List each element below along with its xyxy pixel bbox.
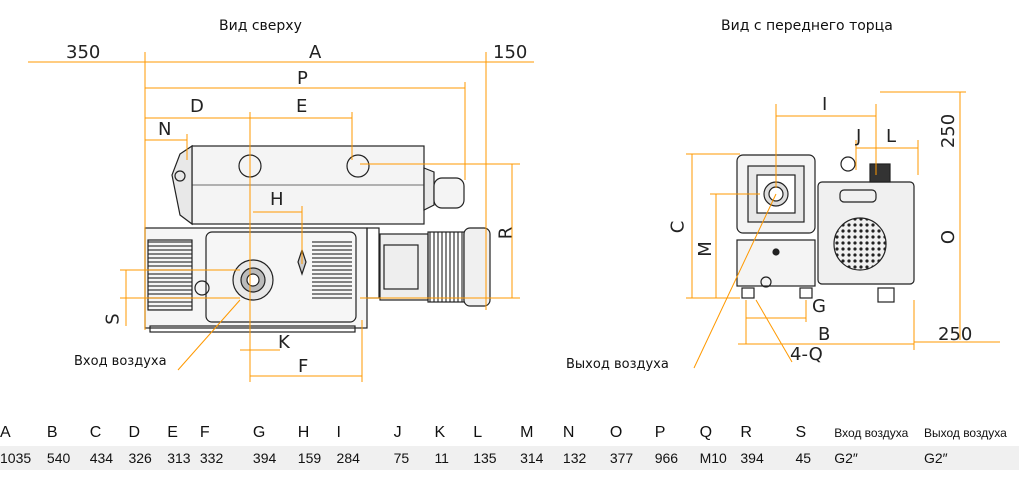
table-header-cell: R [740, 424, 752, 441]
table-header-cell: D [128, 424, 141, 441]
table-value-cell: 394 [252, 446, 298, 470]
dim-left-clearance: 350 [66, 42, 101, 63]
upper-end-boss [433, 177, 465, 209]
table-value-cell: 284 [336, 446, 394, 470]
dim-A: A [309, 42, 322, 63]
table-value-cell: 966 [654, 446, 700, 470]
title-front-view: Вид с переднего торца [721, 18, 893, 34]
dim-G: G [812, 296, 826, 317]
body-fins [312, 240, 352, 300]
dim-top-clearance: 250 [938, 113, 960, 149]
front-view-dimensions [686, 91, 1000, 369]
table-header-cell: H [297, 424, 310, 441]
front-lower-body [736, 239, 816, 287]
motor-grille [833, 217, 887, 271]
table-header-cell: G [252, 424, 266, 441]
top-view-dimensions [28, 52, 534, 382]
lifting-eye [840, 156, 856, 172]
front-view-pump [736, 154, 915, 303]
dim-R: R [495, 226, 517, 240]
dim-right-clearance: 150 [493, 42, 528, 63]
terminal-cap [869, 163, 891, 183]
dim-B: B [818, 324, 831, 345]
table-header-cell: Выход воздуха [923, 426, 1007, 440]
air-outlet-label: Выход воздуха [566, 357, 669, 372]
table-value-cell: 1035 [0, 446, 47, 470]
table-header-cell: A [0, 424, 11, 441]
dim-S: S [102, 313, 124, 325]
dim-M: M [694, 241, 716, 257]
table-value-cell: G2″ [923, 446, 1019, 470]
port-circle-2 [346, 154, 370, 178]
table-value-cell: 132 [562, 446, 610, 470]
coupling [366, 227, 380, 299]
table-header-cell: Q [699, 424, 713, 441]
dim-I: I [822, 94, 828, 115]
table-value-cell: 434 [89, 446, 129, 470]
table-value-cell: 45 [795, 446, 835, 470]
table-value-cell: 540 [46, 446, 90, 470]
table-value-cell: 314 [520, 446, 563, 470]
dim-L: L [886, 126, 897, 147]
table-header-cell: F [199, 424, 210, 441]
table-value-cell: 75 [393, 446, 435, 470]
dim-C: C [667, 220, 689, 234]
motor-box [379, 233, 429, 301]
technical-drawing [28, 52, 1000, 382]
table-header-cell: P [654, 424, 666, 441]
dim-E: E [296, 96, 308, 117]
table-header-cell: L [473, 424, 483, 441]
dimensions-table: A B C D E F G H I J K L M N O P Q R S Вход воздуха Выход воз… [0, 420, 1019, 470]
dim-O: O [938, 229, 960, 245]
motor-body [427, 231, 465, 303]
dim-D: D [190, 96, 204, 117]
filter-fins [147, 239, 193, 311]
dim-right-clearance-front: 250 [938, 324, 973, 345]
table-value-cell: 159 [297, 446, 337, 470]
table-header-cell: N [562, 424, 575, 441]
table-header-cell: K [434, 424, 446, 441]
dim-P: P [297, 68, 308, 89]
title-top-view: Вид сверху [219, 18, 302, 34]
table-value-cell: 326 [128, 446, 168, 470]
dim-J: J [856, 126, 862, 147]
dim-F: F [298, 356, 309, 377]
table-header-cell: B [46, 424, 58, 441]
table-value-cell: 394 [740, 446, 796, 470]
air-inlet-label: Вход воздуха [74, 354, 167, 369]
terminal-box [383, 244, 419, 290]
table-value-cell: 377 [609, 446, 655, 470]
table-value-cell: 332 [199, 446, 253, 470]
table-header-cell: J [393, 424, 402, 441]
motor-fan-cover [463, 227, 491, 307]
dim-N: N [158, 119, 172, 140]
table-header-cell: C [89, 424, 102, 441]
table-value-cell: 313 [167, 446, 200, 470]
table-value-cell: M10 [699, 446, 741, 470]
table-header-cell: I [336, 424, 341, 441]
table-header-cell: O [609, 424, 623, 441]
table-header-row: A B C D E F G H I J K L M N O P Q R S Вход воздуха Выход воз… [0, 420, 1019, 446]
table-header-cell: M [520, 424, 534, 441]
dim-H: H [270, 189, 284, 210]
dim-K: K [278, 332, 290, 353]
table-header-cell: E [167, 424, 178, 441]
table-header-cell: Вход воздуха [834, 426, 909, 440]
table-header-cell: S [795, 424, 807, 441]
dim-Q: 4-Q [790, 344, 823, 365]
left-end-cap [171, 144, 193, 226]
table-value-cell: G2″ [834, 446, 924, 470]
table-value-cell: 135 [473, 446, 521, 470]
top-view-pump [144, 144, 491, 333]
table-value-cell: 11 [434, 446, 474, 470]
